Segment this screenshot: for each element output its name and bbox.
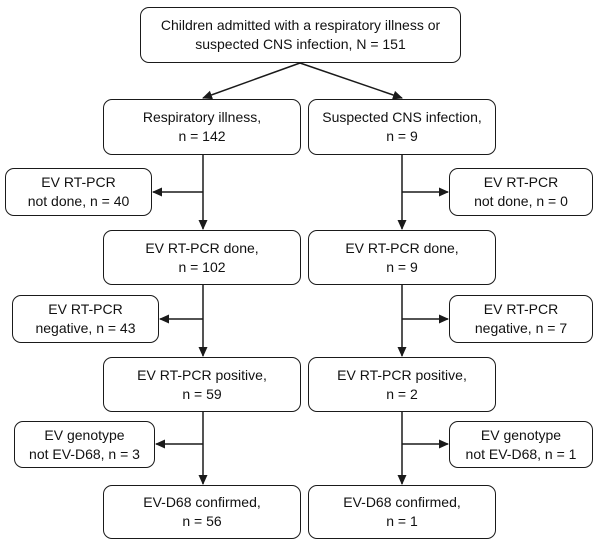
respiratory-not-d68-box: EV genotype not EV-D68, n = 3 [14, 421, 155, 468]
cns-confirmed-box: EV-D68 confirmed, n = 1 [308, 485, 496, 539]
arrow-top-to-respiratory [202, 62, 301, 100]
respiratory-positive-box: EV RT-PCR positive, n = 59 [103, 357, 301, 412]
respiratory-positive-line2: n = 59 [182, 385, 222, 402]
respiratory-negative-box: EV RT-PCR negative, n = 43 [12, 295, 159, 343]
cns-infection-box: Suspected CNS infection, n = 9 [308, 99, 496, 155]
cns-positive-box: EV RT-PCR positive, n = 2 [308, 357, 496, 412]
respiratory-confirmed-box: EV-D68 confirmed, n = 56 [103, 485, 301, 539]
cns-done-line1: EV RT-PCR done, [345, 239, 459, 256]
cns-positive-line2: n = 2 [386, 385, 418, 402]
respiratory-confirmed-line2: n = 56 [182, 513, 222, 529]
respiratory-illness-box: Respiratory illness, n = 142 [103, 99, 301, 155]
respiratory-negative-line2: negative, n = 43 [35, 320, 136, 336]
respiratory-done-box: EV RT-PCR done, n = 102 [103, 230, 301, 285]
cns-positive-line1: EV RT-PCR positive, [337, 366, 467, 383]
cns-done-line2: n = 9 [386, 258, 418, 275]
respiratory-done-line2: n = 102 [178, 258, 226, 275]
cns-negative-box: EV RT-PCR negative, n = 7 [449, 295, 593, 343]
cns-not-d68-box: EV genotype not EV-D68, n = 1 [449, 421, 593, 468]
respiratory-confirmed-line1: EV-D68 confirmed, [143, 494, 261, 510]
cns-not-done-line1: EV RT-PCR [483, 174, 559, 190]
respiratory-not-d68-line2: not EV-D68, n = 3 [29, 445, 140, 462]
cns-negative-line1: EV RT-PCR [483, 301, 559, 317]
cns-infection-line1: Suspected CNS infection, [322, 109, 482, 125]
cns-not-done-box: EV RT-PCR not done, n = 0 [449, 168, 593, 216]
respiratory-negative-line1: EV RT-PCR [48, 301, 123, 317]
respiratory-not-done-line1: EV RT-PCR [41, 174, 116, 190]
cns-confirmed-line2: n = 1 [386, 513, 418, 529]
total-children-line2: suspected CNS infection, N = 151 [195, 36, 406, 52]
respiratory-positive-line1: EV RT-PCR positive, [137, 366, 267, 383]
arrow-top-to-cns [299, 62, 403, 100]
cns-infection-line2: n = 9 [386, 128, 418, 144]
cns-not-done-line2: not done, n = 0 [474, 193, 568, 209]
respiratory-not-done-line2: not done, n = 40 [27, 193, 130, 209]
respiratory-not-d68-line1: EV genotype [44, 426, 125, 443]
respiratory-not-done-box: EV RT-PCR not done, n = 40 [5, 168, 152, 216]
cns-not-d68-line2: not EV-D68, n = 1 [465, 445, 577, 462]
total-children-line1: Children admitted with a respiratory ill… [160, 17, 441, 33]
total-children-box: Children admitted with a respiratory ill… [140, 7, 461, 63]
cns-not-d68-line1: EV genotype [480, 426, 562, 443]
cns-done-box: EV RT-PCR done, n = 9 [308, 230, 496, 285]
respiratory-done-line1: EV RT-PCR done, [145, 239, 259, 256]
respiratory-illness-line1: Respiratory illness, [142, 109, 262, 125]
cns-confirmed-line1: EV-D68 confirmed, [343, 494, 461, 510]
cns-negative-line2: negative, n = 7 [474, 320, 568, 336]
respiratory-illness-line2: n = 142 [178, 128, 226, 144]
